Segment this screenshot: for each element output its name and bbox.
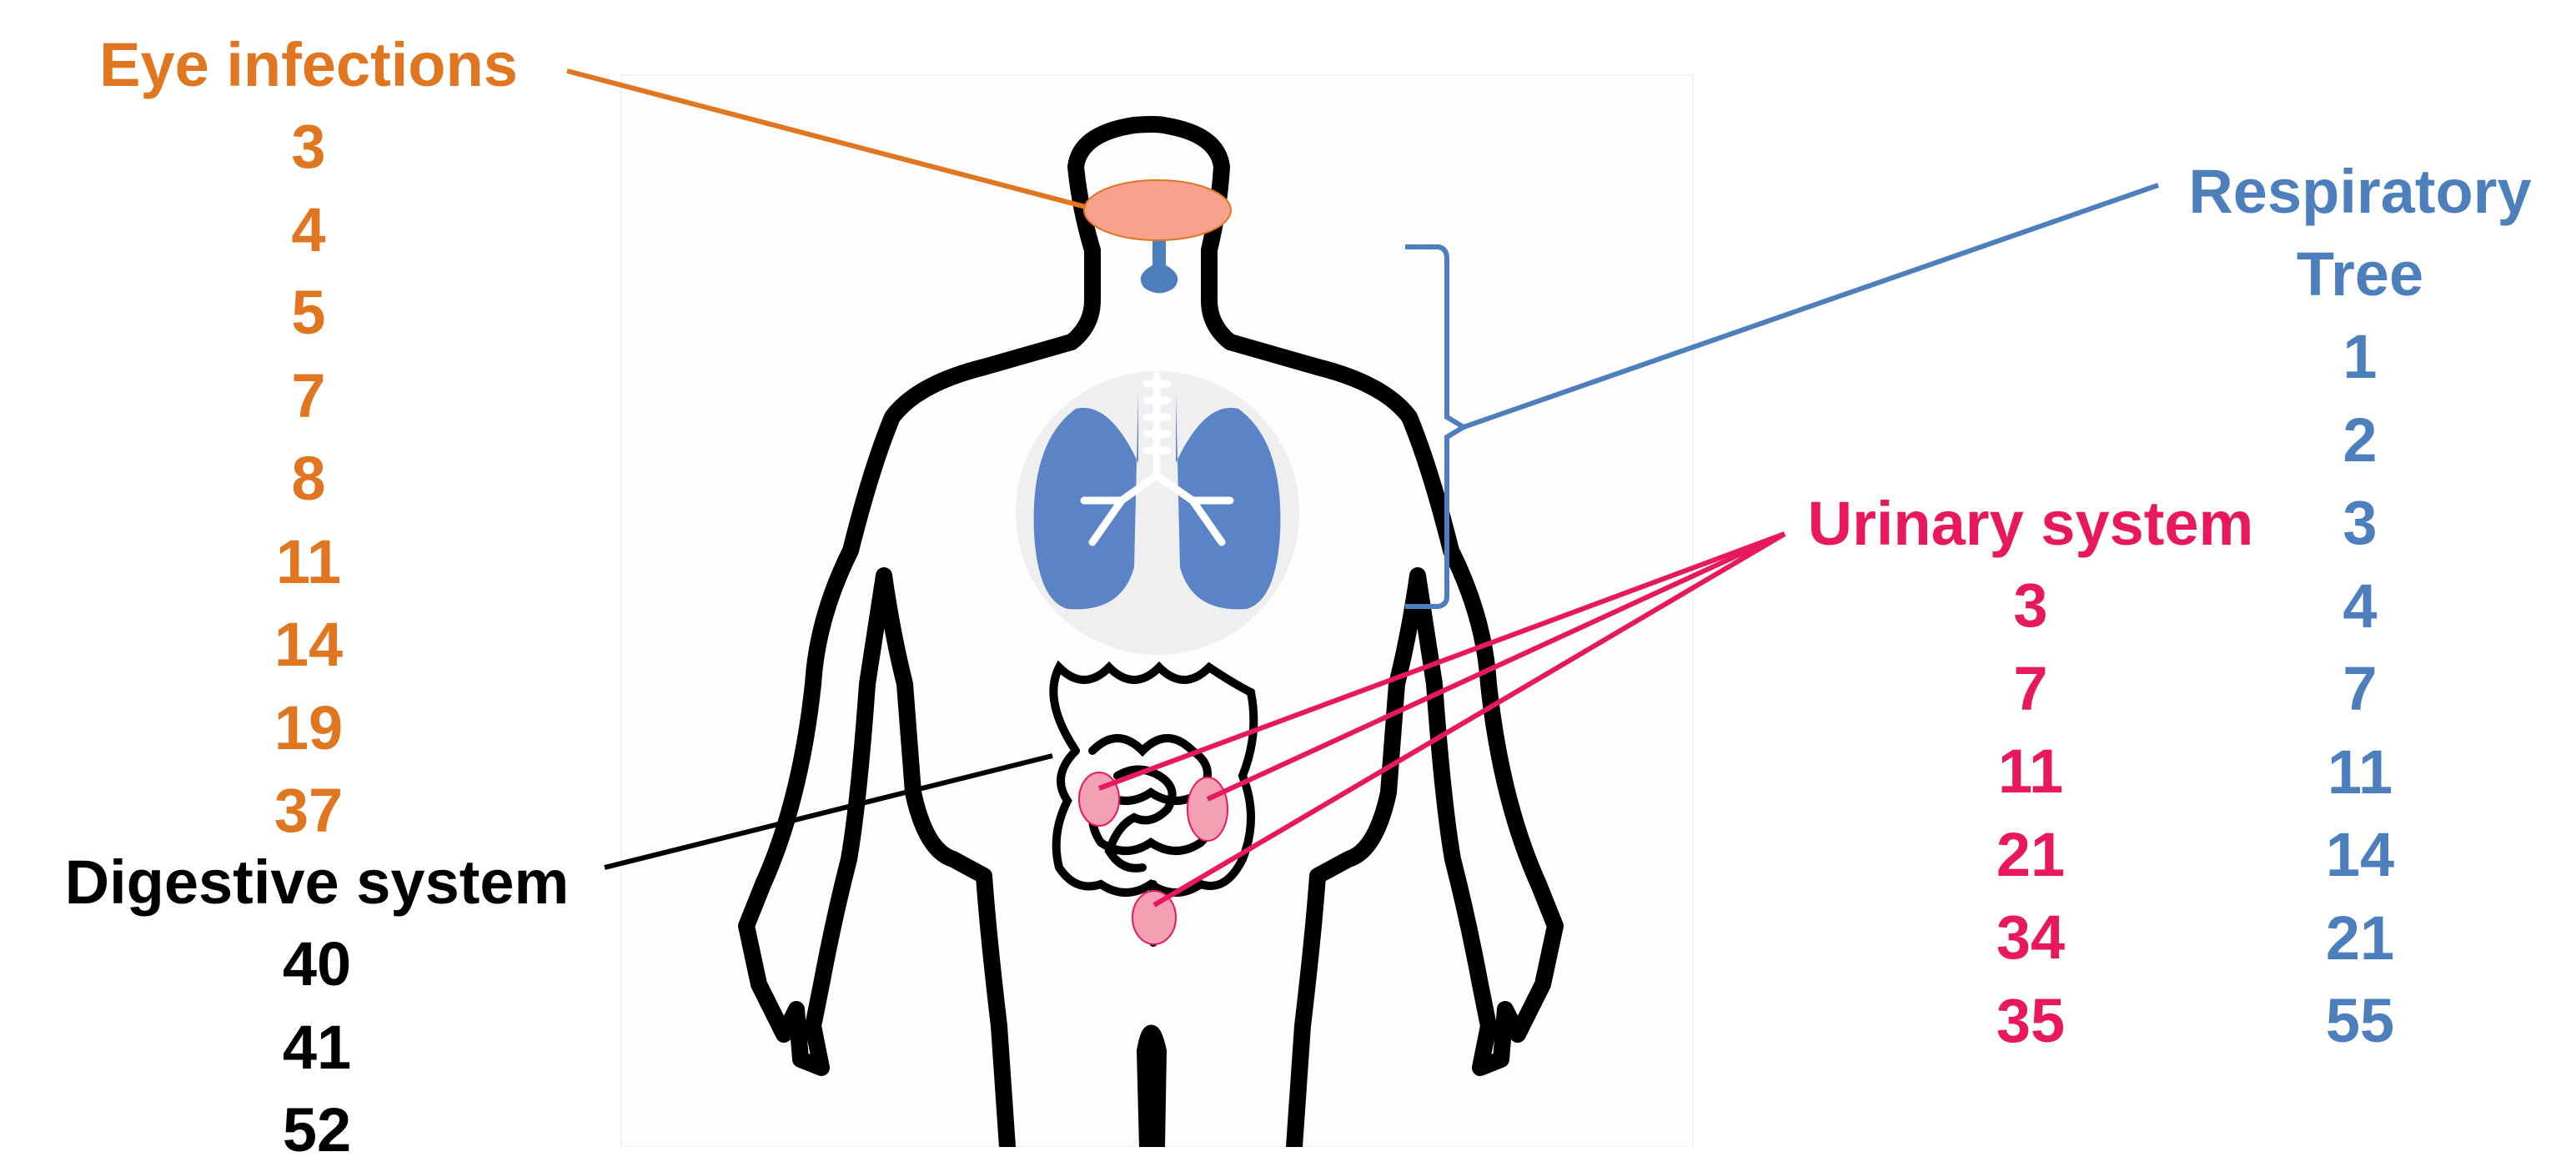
- eye-value: 14: [50, 603, 567, 687]
- eye-value: 19: [50, 687, 567, 770]
- eye-infections-group: Eye infections 3 4 5 7 8 11 14 19 37: [50, 25, 567, 853]
- kidney-icon: [1188, 777, 1228, 841]
- eye-value: 37: [50, 769, 567, 853]
- urinary-value: 35: [1785, 979, 2277, 1063]
- digestive-value: 52: [25, 1089, 609, 1172]
- eye-value: 11: [50, 521, 567, 604]
- digestive-value: 40: [25, 923, 609, 1006]
- respiratory-value: 1: [2160, 315, 2560, 399]
- lungs-icon: [1016, 371, 1299, 655]
- eye-value: 4: [50, 189, 567, 272]
- urinary-value: 34: [1785, 896, 2277, 979]
- eye-infections-title: Eye infections: [50, 25, 567, 105]
- eye-value: 7: [50, 355, 567, 438]
- urinary-system-group: Urinary system 3 7 11 21 34 35: [1785, 484, 2277, 1062]
- eye-value: 8: [50, 437, 567, 521]
- digestive-system-group: Digestive system 40 41 52: [25, 843, 609, 1172]
- digestive-value: 41: [25, 1006, 609, 1089]
- eye-value: 3: [50, 105, 567, 189]
- urinary-value: 11: [1785, 730, 2277, 813]
- respiratory-value: 2: [2160, 399, 2560, 482]
- urinary-system-title: Urinary system: [1785, 484, 2277, 564]
- urinary-value: 7: [1785, 647, 2277, 731]
- digestive-system-title: Digestive system: [25, 843, 609, 923]
- eye-value: 5: [50, 271, 567, 355]
- respiratory-title-line1: Respiratory: [2160, 150, 2560, 233]
- respiratory-title-line2: Tree: [2160, 233, 2560, 315]
- urinary-value: 21: [1785, 813, 2277, 897]
- urinary-value: 3: [1785, 564, 2277, 647]
- eye-highlight: [1084, 180, 1231, 240]
